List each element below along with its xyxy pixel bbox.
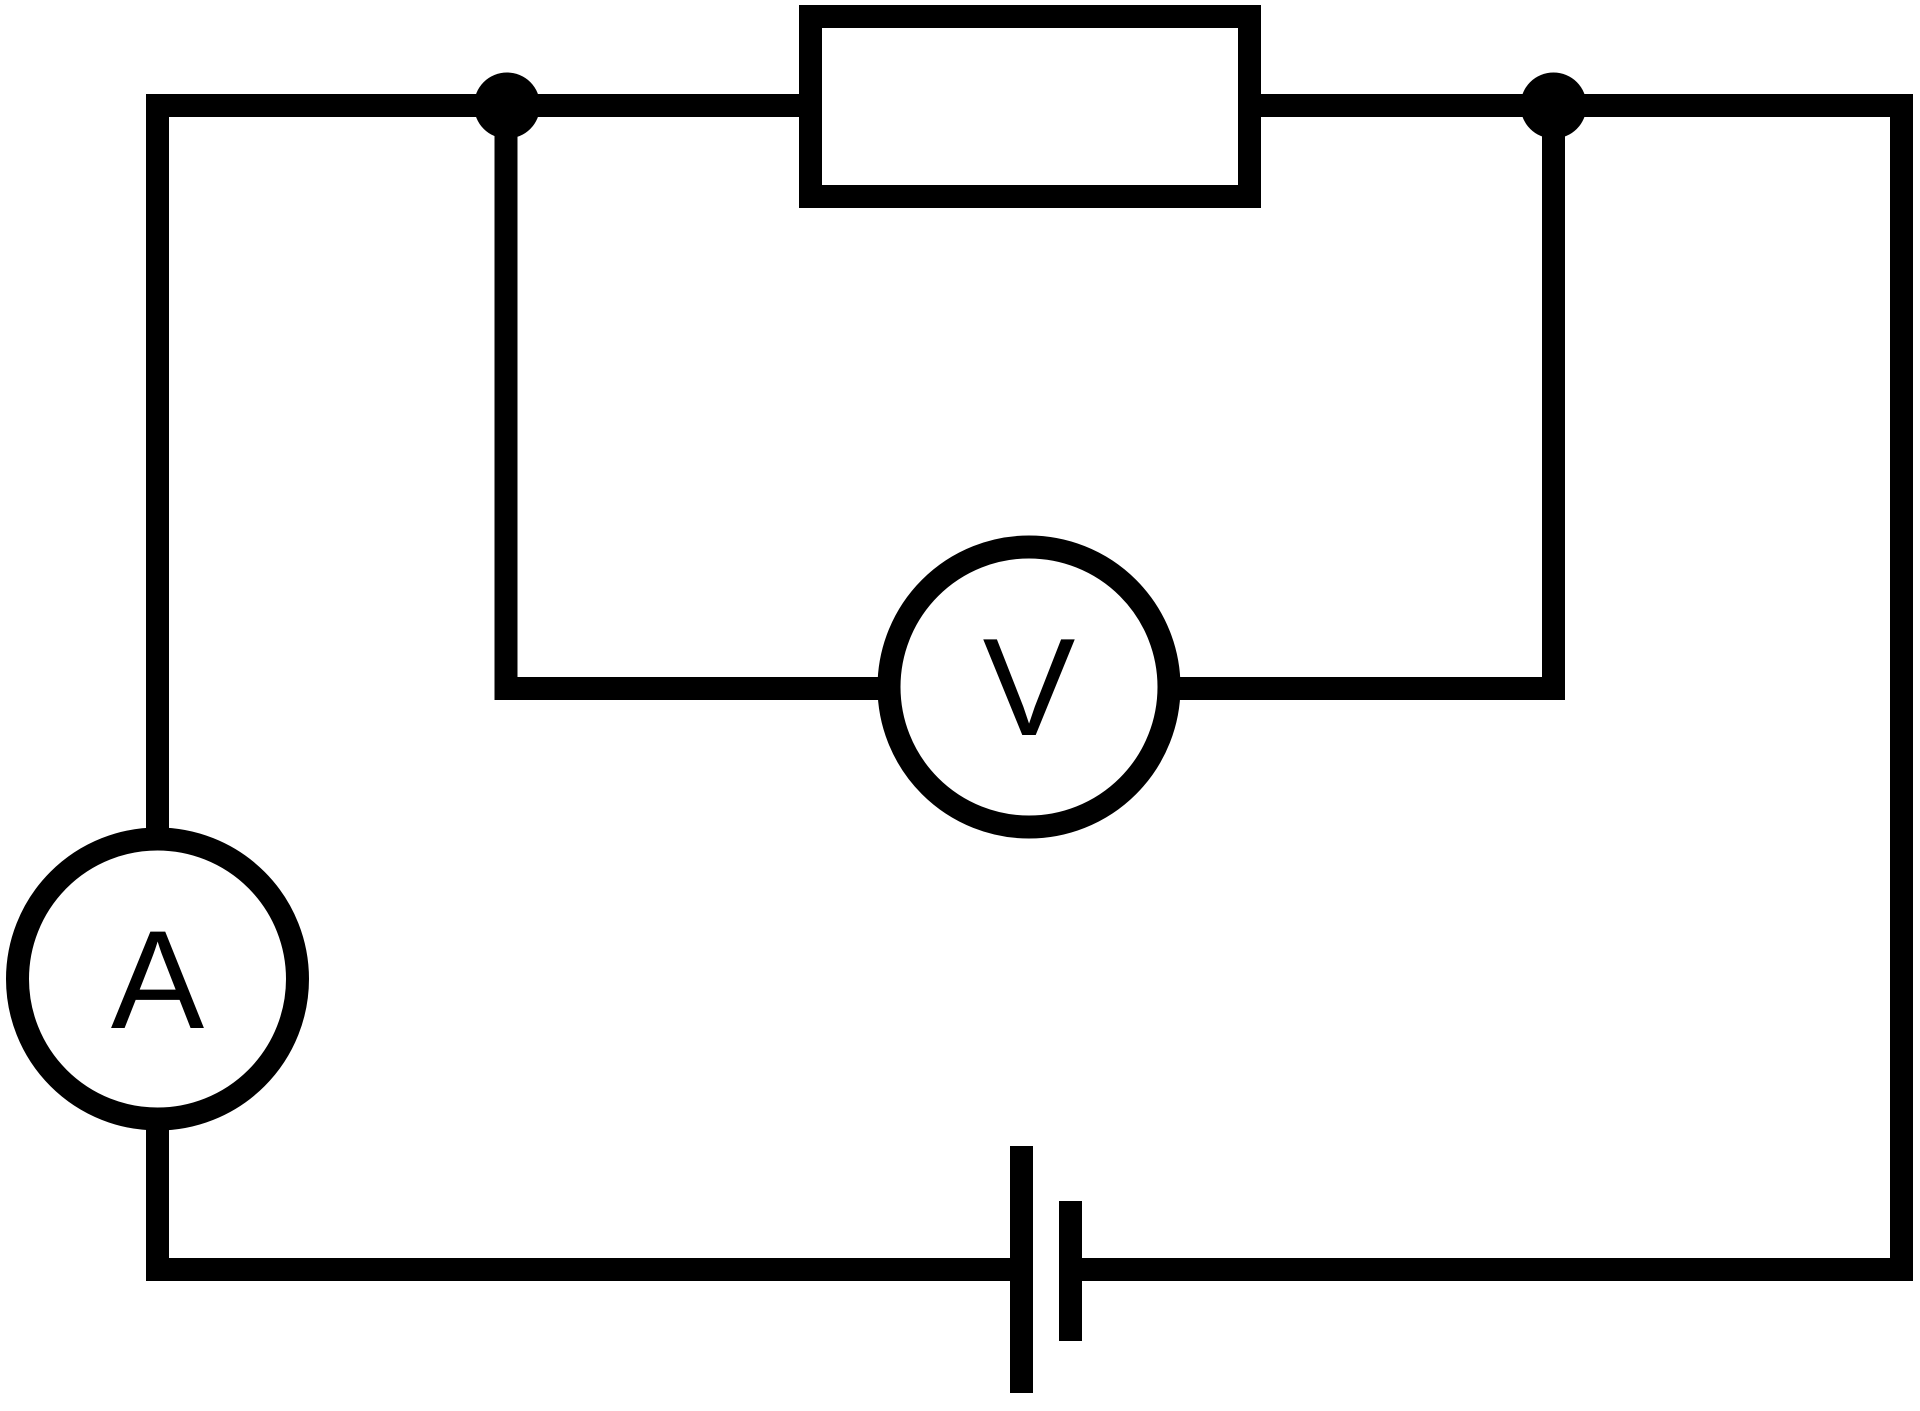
resistor-icon — [799, 5, 1261, 208]
junction-dot-left-icon — [474, 72, 540, 139]
ammeter-circle-icon — [6, 827, 309, 1131]
ammeter-label: A — [111, 901, 205, 1058]
voltmeter-label: V — [983, 610, 1076, 765]
junction-dot-right-icon — [1520, 72, 1587, 139]
voltmeter-circle-icon — [877, 535, 1181, 839]
